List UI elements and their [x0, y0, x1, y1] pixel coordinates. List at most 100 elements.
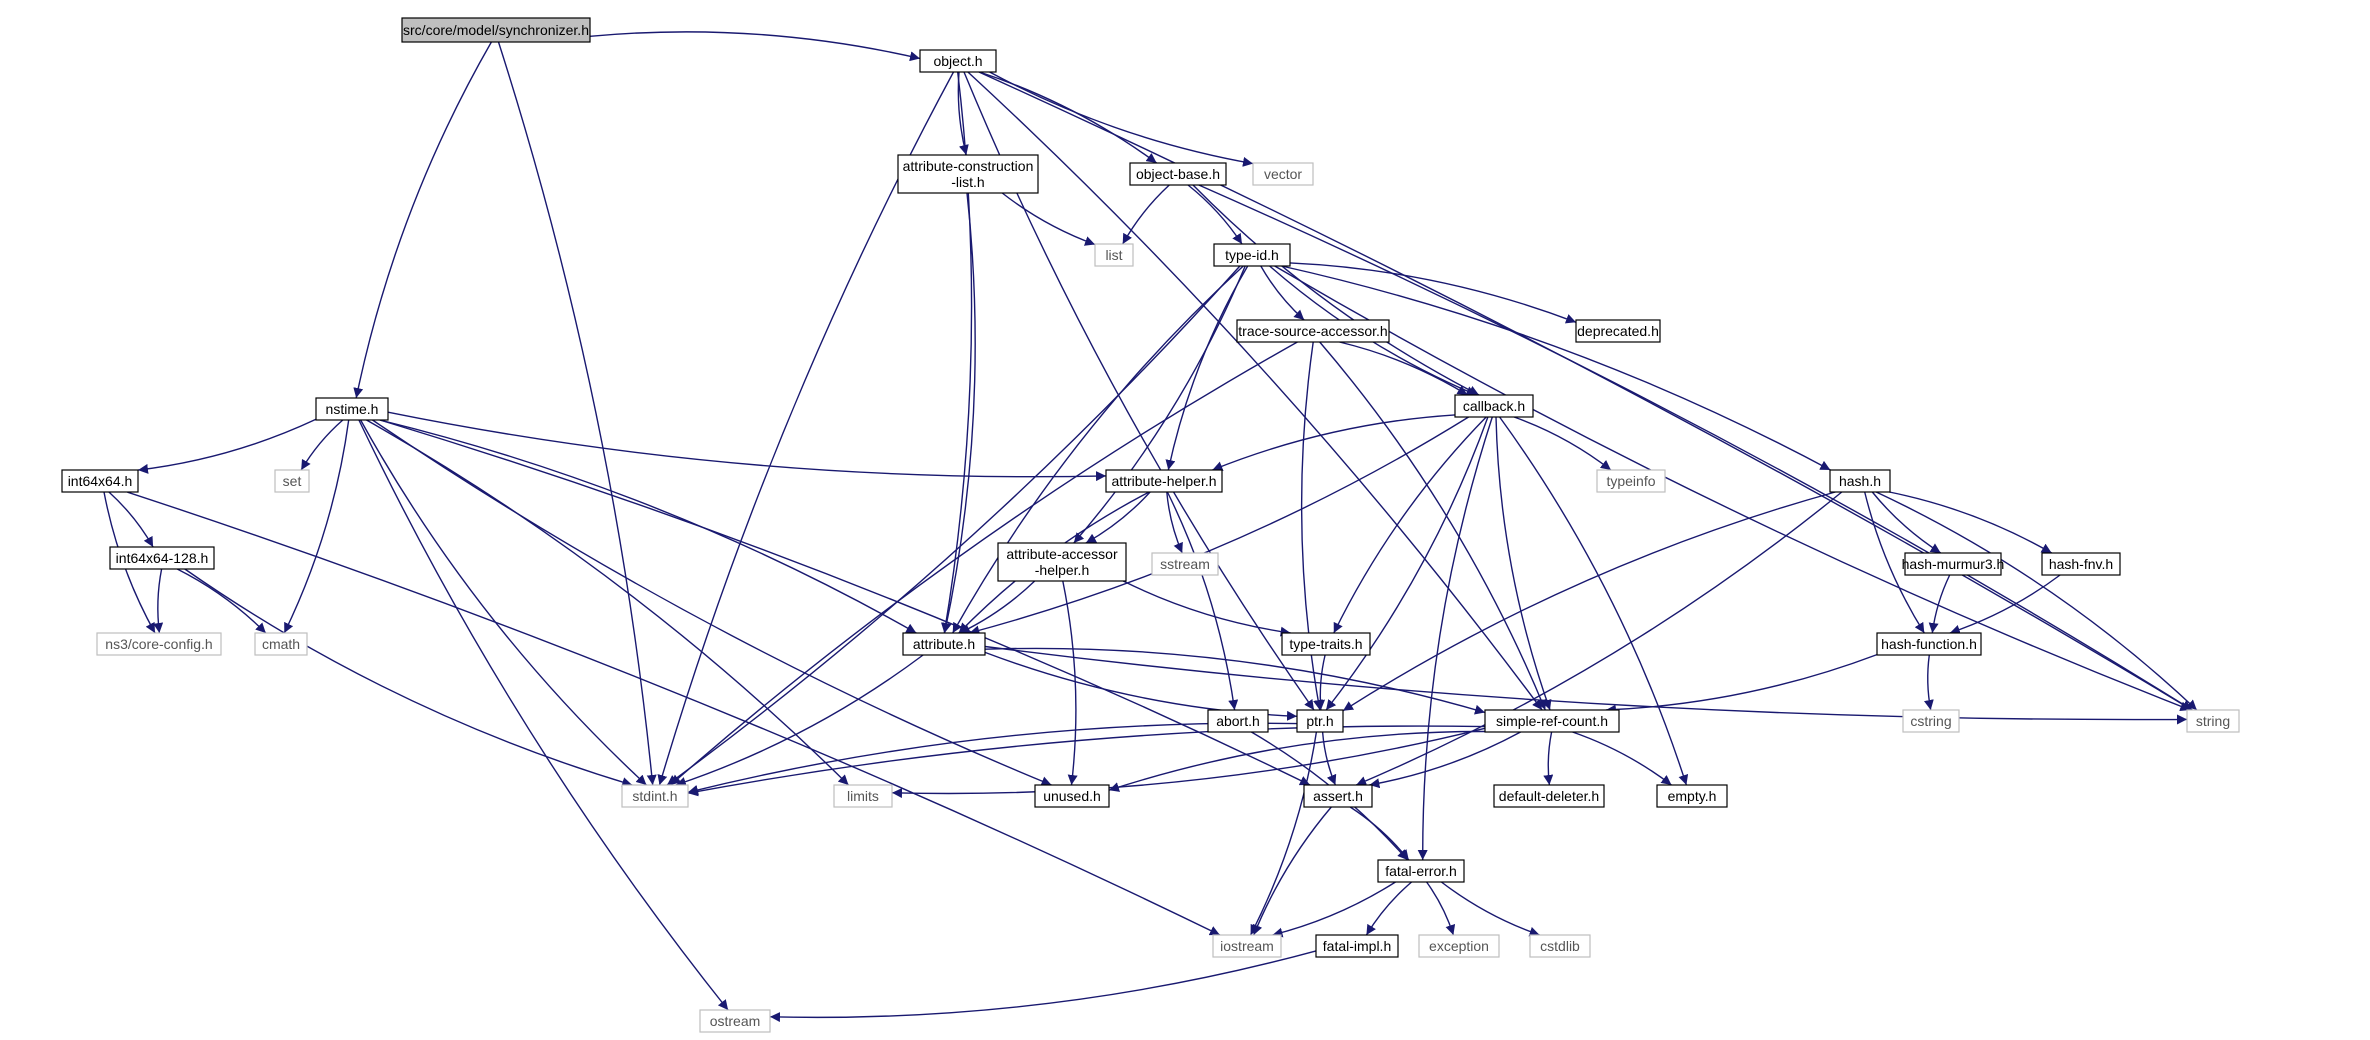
node-box-fatalerr: [1377, 859, 1465, 883]
node-tracesrc[interactable]: trace-source-accessor.h: [1236, 319, 1390, 343]
node-label-attrhelper: attribute-helper.h: [1111, 473, 1216, 489]
edge-objbase-to-callback: [1192, 184, 1480, 396]
node-nstime[interactable]: nstime.h: [315, 397, 389, 421]
node-label-tracesrc: trace-source-accessor.h: [1238, 323, 1387, 339]
node-box-deprecated: [1575, 319, 1661, 343]
node-label-sstream: sstream: [1160, 556, 1210, 572]
node-simpleref[interactable]: simple-ref-count.h: [1484, 709, 1620, 733]
edge-object-to-attribute: [941, 71, 973, 634]
node-box-sync: [401, 17, 591, 43]
edge-attribute-to-stdint: [675, 654, 924, 787]
edge-fatalerr-to-fatalimpl: [1365, 881, 1413, 936]
node-label-coreconfig: ns3/core-config.h: [105, 636, 212, 652]
edge-attracc-to-attribute: [959, 580, 1036, 634]
node-attracc[interactable]: attribute-accessor-helper.h: [997, 542, 1127, 582]
node-object[interactable]: object.h: [919, 49, 997, 73]
edge-nstime-to-set: [300, 419, 344, 471]
node-fatalerr[interactable]: fatal-error.h: [1377, 859, 1465, 883]
node-box-assert: [1303, 784, 1373, 808]
node-objbase[interactable]: object-base.h: [1129, 162, 1227, 186]
edge-typeid-to-deprecated: [1289, 262, 1577, 324]
node-ostream: ostream: [699, 1009, 771, 1033]
edge-tracesrc-to-callback: [1339, 341, 1468, 396]
node-attrcons[interactable]: attribute-construction-list.h: [897, 154, 1039, 194]
node-box-tracesrc: [1236, 319, 1390, 343]
node-defdel[interactable]: default-deleter.h: [1493, 784, 1605, 808]
node-exception: exception: [1418, 934, 1500, 958]
node-sync[interactable]: src/core/model/synchronizer.h: [401, 17, 591, 43]
node-empty[interactable]: empty.h: [1656, 784, 1728, 808]
node-label-line-attrcons-1: -list.h: [951, 174, 984, 190]
edge-ptr-to-stdint: [687, 722, 1298, 795]
node-label-cstring: cstring: [1910, 713, 1951, 729]
edge-objbase-to-string: [1198, 184, 2193, 711]
node-box-murmur: [1904, 552, 2002, 576]
edge-hash-to-fnv: [1889, 491, 2053, 554]
node-deprecated[interactable]: deprecated.h: [1575, 319, 1661, 343]
node-box-limits: [833, 784, 893, 808]
node-box-iostream: [1212, 934, 1282, 958]
node-int64x64[interactable]: int64x64.h: [61, 469, 139, 493]
node-label-abort: abort.h: [1216, 713, 1260, 729]
edge-callback-to-ptr: [1325, 416, 1489, 711]
edge-objbase-to-list: [1122, 184, 1170, 245]
node-box-typeinfo: [1596, 469, 1666, 493]
node-label-fatalerr: fatal-error.h: [1385, 863, 1457, 879]
node-hashfn[interactable]: hash-function.h: [1876, 632, 1982, 656]
node-box-empty: [1656, 784, 1728, 808]
node-list: list: [1094, 243, 1134, 267]
edge-hash-to-string: [1875, 491, 2198, 711]
node-fnv[interactable]: hash-fnv.h: [2041, 552, 2121, 576]
edge-simpleref-to-unused: [1108, 730, 1486, 792]
edge-object-to-simpleref: [967, 71, 1543, 711]
node-box-exception: [1418, 934, 1500, 958]
node-box-callback: [1454, 394, 1534, 418]
node-abort[interactable]: abort.h: [1207, 709, 1269, 733]
edge-nstime-to-attribute: [379, 419, 917, 634]
edge-attribute-to-simpleref: [984, 647, 1486, 715]
node-attrhelper[interactable]: attribute-helper.h: [1105, 469, 1223, 493]
node-typeinfo: typeinfo: [1596, 469, 1666, 493]
edge-int128-to-stdint: [184, 568, 633, 787]
edge-typetraits-to-ptr: [1315, 654, 1326, 711]
node-ptr[interactable]: ptr.h: [1296, 709, 1344, 733]
edge-object-to-objbase: [979, 71, 1158, 164]
node-label-callback: callback.h: [1463, 398, 1525, 414]
edge-simpleref-to-empty: [1572, 731, 1672, 786]
edge-simpleref-to-stdint: [687, 725, 1486, 797]
node-label-nstime: nstime.h: [326, 401, 379, 417]
edge-typeid-to-hash: [1281, 265, 1831, 471]
node-typeid[interactable]: type-id.h: [1213, 243, 1291, 267]
node-box-int64x64: [61, 469, 139, 493]
node-box-sstream: [1151, 552, 1219, 576]
node-box-vector: [1252, 162, 1314, 186]
node-callback[interactable]: callback.h: [1454, 394, 1534, 418]
edge-layer: [103, 31, 2198, 1023]
node-attribute[interactable]: attribute.h: [902, 632, 986, 656]
node-typetraits[interactable]: type-traits.h: [1281, 632, 1371, 656]
node-fatalimpl[interactable]: fatal-impl.h: [1315, 934, 1399, 958]
edge-sync-to-object: [589, 31, 921, 62]
node-box-defdel: [1493, 784, 1605, 808]
node-label-vector: vector: [1264, 166, 1302, 182]
node-label-typetraits: type-traits.h: [1289, 636, 1362, 652]
node-label-attribute: attribute.h: [913, 636, 975, 652]
node-label-objbase: object-base.h: [1136, 166, 1220, 182]
edge-attrhelper-to-abort: [1166, 491, 1239, 711]
node-box-fnv: [2041, 552, 2121, 576]
node-murmur[interactable]: hash-murmur3.h: [1902, 552, 2005, 576]
edge-hash-to-hashfn: [1864, 491, 1925, 634]
edge-hash-to-assert: [1355, 491, 1843, 786]
edge-callback-to-fatalerr: [1417, 416, 1493, 861]
node-assert[interactable]: assert.h: [1303, 784, 1373, 808]
node-box-objbase: [1129, 162, 1227, 186]
edge-typeid-to-attracc: [1073, 265, 1246, 544]
edge-callback-to-simpleref: [1495, 416, 1552, 711]
edge-nstime-to-ostream: [358, 419, 729, 1011]
node-unused[interactable]: unused.h: [1034, 784, 1110, 808]
edge-attribute-to-string: [984, 645, 2188, 725]
node-label-cmath: cmath: [262, 636, 300, 652]
node-label-int128: int64x64-128.h: [116, 550, 209, 566]
node-hash[interactable]: hash.h: [1829, 469, 1891, 493]
node-int128[interactable]: int64x64-128.h: [109, 546, 215, 570]
